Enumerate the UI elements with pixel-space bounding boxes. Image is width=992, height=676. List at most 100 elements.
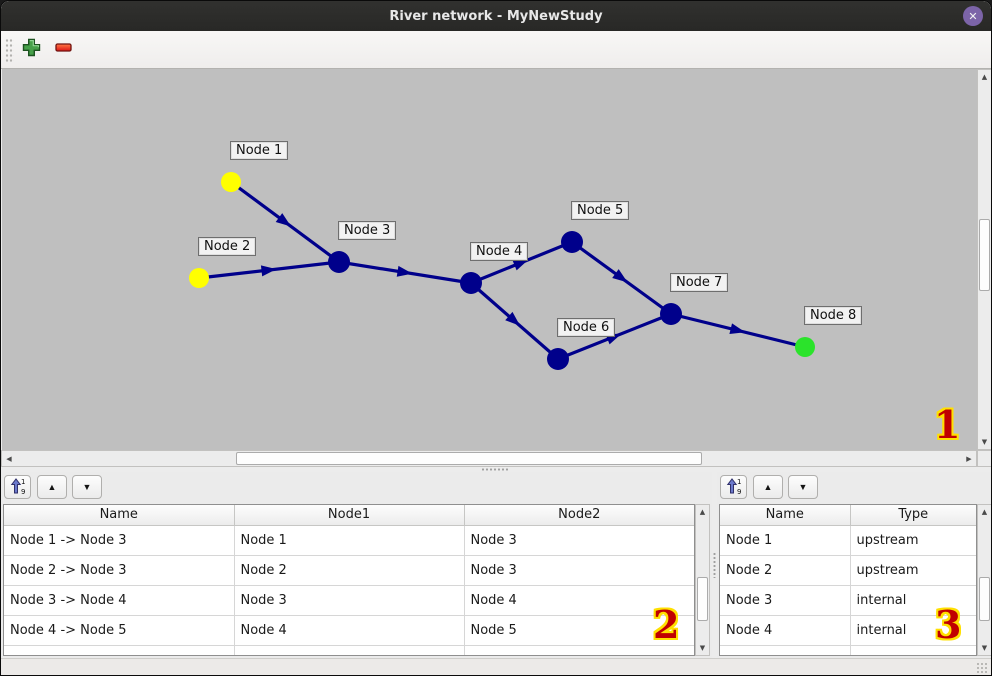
- scroll-down-icon[interactable]: ▼: [978, 435, 991, 449]
- node-label-2[interactable]: Node 2: [198, 237, 257, 256]
- node-label-5[interactable]: Node 5: [571, 201, 630, 220]
- flow-arrow-icon: [396, 265, 413, 277]
- scroll-up-icon[interactable]: ▲: [978, 505, 991, 519]
- table-row-partial: [720, 644, 976, 655]
- canvas-hscroll-thumb[interactable]: [236, 452, 702, 465]
- node-label-8[interactable]: Node 8: [804, 306, 863, 325]
- node-circle-4[interactable]: [460, 272, 482, 294]
- types-scroll-thumb[interactable]: [979, 577, 990, 621]
- splitter-grip-icon: [713, 552, 716, 578]
- table-cell: Node 5: [463, 614, 694, 646]
- down-triangle-icon: ▼: [798, 482, 808, 492]
- move-up-button[interactable]: ▲: [753, 475, 783, 499]
- add-button[interactable]: [17, 35, 45, 63]
- node-types-table-vscrollbar[interactable]: ▲ ▼: [977, 504, 991, 656]
- node-circle-5[interactable]: [561, 231, 583, 253]
- table-cell: Node 4 -> Node 5: [4, 614, 235, 646]
- table-cell: Node 1: [720, 524, 851, 556]
- window-title: River network - MyNewStudy: [389, 8, 603, 24]
- table-cell: Node 4: [720, 614, 851, 646]
- node-label-4[interactable]: Node 4: [470, 242, 529, 261]
- svg-text:1: 1: [737, 478, 741, 486]
- table-cell: Node 3: [463, 524, 694, 556]
- connections-scroll-thumb[interactable]: [697, 577, 708, 621]
- sort-1-9-icon: 1 9: [725, 477, 743, 497]
- scroll-down-icon[interactable]: ▼: [696, 641, 709, 655]
- close-icon: ✕: [968, 9, 978, 23]
- move-up-button[interactable]: ▲: [37, 475, 67, 499]
- annotation-1: 1: [934, 402, 961, 447]
- up-triangle-icon: ▲: [47, 482, 57, 492]
- plus-icon: [22, 38, 41, 60]
- table-cell: upstream: [849, 524, 976, 556]
- svg-text:9: 9: [737, 488, 741, 495]
- scroll-right-icon[interactable]: ▶: [962, 451, 976, 466]
- table-cell: Node 3 -> Node 4: [4, 584, 235, 616]
- move-down-button[interactable]: ▼: [788, 475, 818, 499]
- sort-1-9-icon: 1 9: [9, 477, 27, 497]
- node-label-6[interactable]: Node 6: [557, 318, 616, 337]
- status-bar: [1, 658, 991, 675]
- move-down-button[interactable]: ▼: [72, 475, 102, 499]
- node-circle-1[interactable]: [221, 172, 241, 192]
- node-circle-2[interactable]: [189, 268, 209, 288]
- network-canvas[interactable]: Node 1 Node 2 Node 3 Node 4 Node 5 Node 6 Node…: [2, 69, 977, 450]
- node-circle-7[interactable]: [660, 303, 682, 325]
- splitter-grip-icon: [481, 468, 509, 471]
- flow-arrow-icon: [275, 213, 292, 227]
- node-circle-3[interactable]: [328, 251, 350, 273]
- column-header: Node2: [463, 505, 694, 526]
- close-button[interactable]: ✕: [963, 6, 983, 26]
- node-label-3[interactable]: Node 3: [338, 221, 397, 240]
- node-label-7[interactable]: Node 7: [670, 273, 729, 292]
- table-cell: Node 3: [463, 554, 694, 586]
- titlebar[interactable]: River network - MyNewStudy ✕: [1, 1, 991, 31]
- panel-splitter[interactable]: [712, 472, 717, 658]
- resize-grip-icon[interactable]: [976, 662, 988, 674]
- horizontal-splitter[interactable]: [1, 467, 991, 472]
- main-toolbar: [1, 31, 991, 69]
- table-cell: Node 3: [720, 584, 851, 616]
- sort-button[interactable]: 1 9: [4, 475, 31, 499]
- node-label-1[interactable]: Node 1: [230, 141, 289, 160]
- column-header: Type: [849, 505, 976, 526]
- table-row-partial: [4, 644, 694, 655]
- node-circle-6[interactable]: [547, 348, 569, 370]
- scroll-down-icon[interactable]: ▼: [978, 641, 991, 655]
- table-cell: Node 4: [463, 584, 694, 616]
- table-cell: Node 2: [233, 554, 465, 586]
- remove-button[interactable]: [49, 35, 77, 63]
- toolbar-drag-handle[interactable]: [5, 38, 14, 62]
- column-header: Name: [720, 505, 851, 526]
- svg-text:9: 9: [21, 488, 25, 495]
- canvas-vscrollbar[interactable]: ▲ ▼: [977, 69, 991, 450]
- minus-icon: [54, 38, 73, 60]
- scroll-up-icon[interactable]: ▲: [978, 70, 991, 84]
- sort-button[interactable]: 1 9: [720, 475, 747, 499]
- canvas-vscroll-thumb[interactable]: [979, 219, 990, 291]
- scroll-up-icon[interactable]: ▲: [696, 505, 709, 519]
- scroll-left-icon[interactable]: ◀: [2, 451, 16, 466]
- table-cell: Node 4: [233, 614, 465, 646]
- flow-arrow-icon: [729, 323, 746, 335]
- canvas-hscrollbar[interactable]: ◀ ▶: [1, 450, 977, 467]
- table-cell: Node 2 -> Node 3: [4, 554, 235, 586]
- down-triangle-icon: ▼: [82, 482, 92, 492]
- connections-table-vscrollbar[interactable]: ▲ ▼: [695, 504, 710, 656]
- column-header: Name: [4, 505, 235, 526]
- node-circle-8[interactable]: [795, 337, 815, 357]
- table-cell: Node 1 -> Node 3: [4, 524, 235, 556]
- annotation-3: 3: [935, 602, 962, 647]
